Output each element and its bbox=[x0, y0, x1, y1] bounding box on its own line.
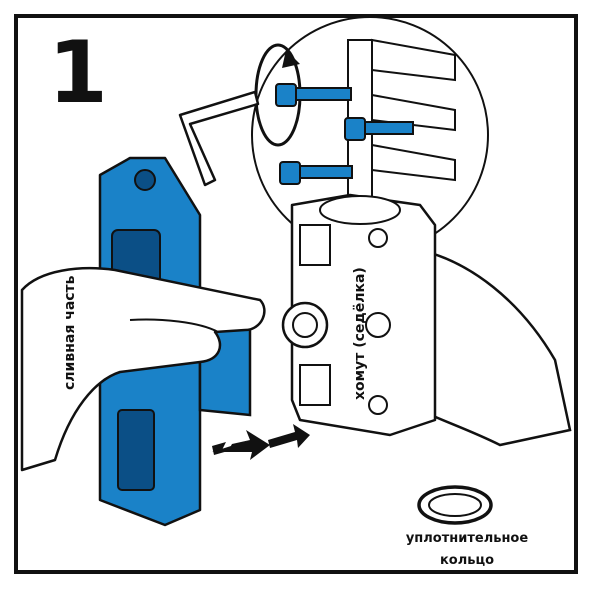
screw-icon bbox=[344, 117, 414, 141]
drain-part-label: сливная часть bbox=[62, 275, 78, 390]
direction-arrow-icon bbox=[268, 424, 310, 448]
screw-icon bbox=[279, 161, 353, 185]
direction-arrow-icon bbox=[212, 430, 270, 460]
screw-icon bbox=[275, 83, 352, 107]
o-ring-label: уплотнительное кольцо bbox=[392, 528, 542, 572]
clamp-saddle bbox=[281, 193, 437, 437]
o-ring-label-line2: кольцо bbox=[439, 553, 495, 568]
left-hand bbox=[20, 266, 266, 472]
clamp-label: хомут (седёлка) bbox=[352, 267, 368, 400]
hex-key-icon bbox=[178, 90, 260, 187]
o-ring-icon bbox=[417, 485, 493, 525]
step-number: 1 bbox=[48, 23, 108, 123]
o-ring-label-line1: уплотнительное bbox=[405, 531, 529, 546]
